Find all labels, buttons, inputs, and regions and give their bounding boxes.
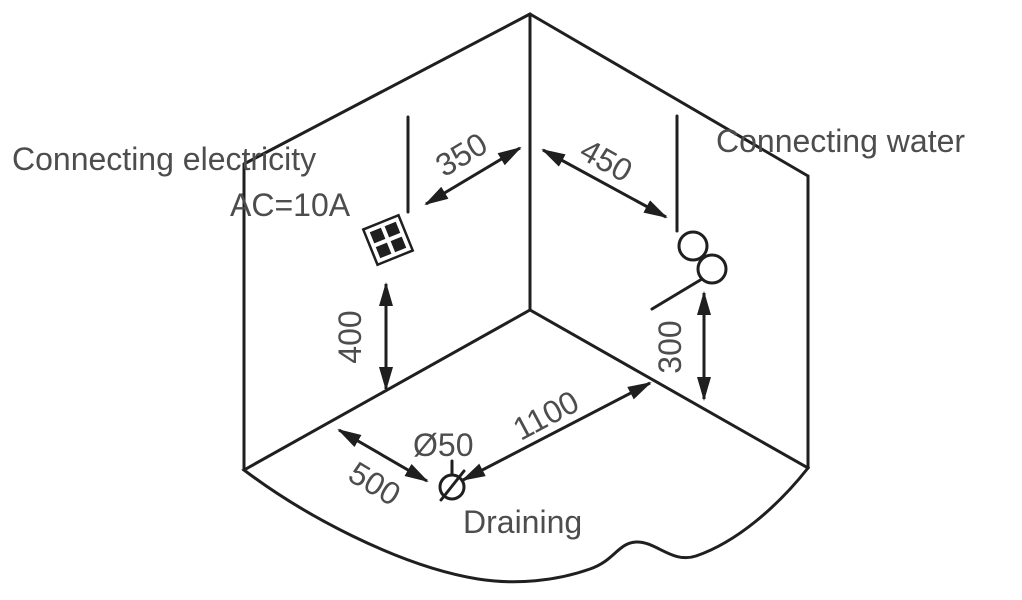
drain-diameter-label: Ø50 (413, 427, 473, 463)
electrical-outlet-icon (361, 213, 415, 267)
water-label: Connecting water (716, 123, 965, 159)
water-port-2 (696, 253, 728, 285)
outlet-pattern-3 (375, 242, 392, 259)
left-wall-top-edge (242, 12, 532, 166)
dim-500-arrow (337, 428, 429, 483)
dim-1100-arrow (461, 381, 652, 482)
water-tail-line (650, 277, 704, 311)
dim-350-label: 350 (429, 125, 493, 183)
outlet-pattern-2 (384, 221, 401, 238)
dim-450-arrow (541, 148, 668, 219)
floor-surface (241, 308, 811, 584)
outlet-pattern-4 (390, 236, 407, 253)
drain-slash (439, 469, 466, 502)
draining-label: Draining (463, 504, 582, 540)
electricity-rating-label: AC=10A (230, 187, 351, 223)
drain-icon (438, 459, 466, 502)
outlet-pattern-1 (369, 227, 386, 244)
dim-450-label: 450 (574, 132, 638, 189)
water-connection-icon (650, 230, 728, 311)
outlet-frame (361, 213, 415, 267)
dim-300-label: 300 (652, 320, 688, 373)
right-wall-top-edge (528, 12, 810, 178)
dim-350-arrow (424, 146, 522, 206)
dim-400-label: 400 (332, 310, 368, 363)
electricity-label: Connecting electricity (12, 141, 316, 177)
water-port-1 (677, 230, 709, 262)
